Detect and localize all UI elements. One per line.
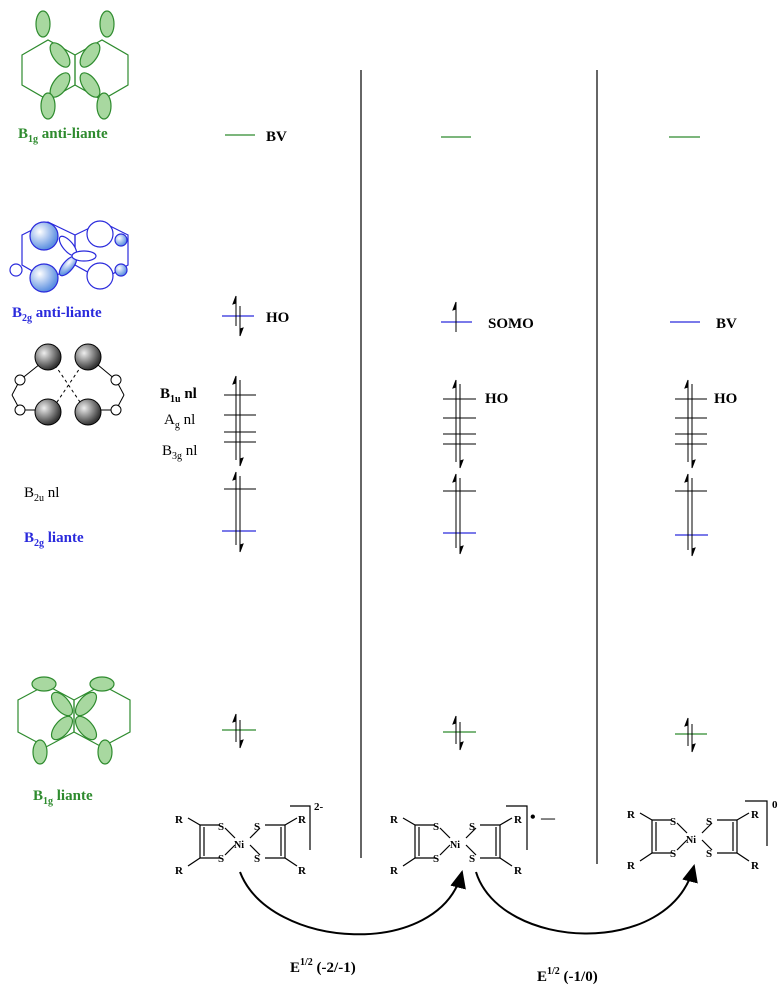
svg-text:Ni: Ni [450, 840, 460, 851]
svg-text:R: R [627, 860, 636, 872]
svg-text:S: S [706, 848, 712, 860]
col2-ho-label: HO [485, 391, 508, 407]
col3-bv-label: BV [716, 316, 737, 332]
svg-text:S: S [218, 821, 224, 833]
molecule-radical-anion: R R S S S S Ni R R • — [390, 805, 556, 877]
svg-text:R: R [514, 814, 523, 826]
label-b3g-nl: B3g nl [162, 443, 197, 462]
svg-text:S: S [254, 821, 260, 833]
svg-text:S: S [433, 853, 439, 865]
svg-text:S: S [469, 853, 475, 865]
b1g-bonding-orbital-icon [17, 676, 131, 765]
svg-text:R: R [390, 814, 399, 826]
nonbonding-orbital-icon [11, 343, 125, 426]
svg-text:S: S [433, 821, 439, 833]
molecule-dianion: R R S S S S Ni R R 2- [175, 801, 324, 877]
svg-text:S: S [670, 848, 676, 860]
col3-ho-label: HO [714, 391, 737, 407]
svg-text:S: S [670, 816, 676, 828]
label-b2g-antibonding: B2g anti-liante [12, 305, 102, 324]
svg-text:S: S [706, 816, 712, 828]
label-b1g-antibonding: B1g anti-liante [18, 126, 108, 145]
svg-text:R: R [514, 865, 523, 877]
svg-text:Ni: Ni [686, 835, 696, 846]
b1g-antibonding-orbital-icon [21, 10, 129, 120]
svg-text:•: • [530, 809, 536, 826]
col1-bv-label: BV [266, 129, 287, 145]
redox-arrow-2 [475, 864, 698, 935]
redox-label-1: E1/2 (-2/-1) [290, 957, 356, 976]
col2-somo-label: SOMO [488, 316, 534, 332]
label-b1u-nl: B1u nl [160, 386, 197, 405]
svg-text:2-: 2- [314, 801, 324, 813]
label-b1g-bonding: B1g liante [33, 788, 93, 807]
b2g-antibonding-orbital-icon [9, 220, 129, 293]
column-1-levels: BV HO [222, 129, 289, 749]
svg-text:0: 0 [772, 799, 778, 811]
label-ag-nl: Ag nl [164, 412, 195, 431]
redox-arrow-1 [239, 870, 466, 936]
svg-text:Ni: Ni [234, 840, 244, 851]
svg-text:R: R [175, 865, 184, 877]
svg-text:R: R [298, 814, 307, 826]
svg-text:R: R [175, 814, 184, 826]
svg-text:R: R [751, 809, 760, 821]
label-b2g-bonding: B2g liante [24, 530, 84, 549]
svg-text:R: R [627, 809, 636, 821]
label-b2u-nl: B2u nl [24, 485, 59, 504]
column-2-levels: SOMO HO [441, 136, 534, 751]
molecule-neutral: R R S S S S Ni R R 0 [627, 799, 778, 872]
svg-text:S: S [469, 821, 475, 833]
svg-text:R: R [298, 865, 307, 877]
svg-text:S: S [218, 853, 224, 865]
redox-label-2: E1/2 (-1/0) [537, 966, 598, 985]
col1-ho-label: HO [266, 310, 289, 326]
svg-text:—: — [540, 811, 556, 826]
svg-text:R: R [390, 865, 399, 877]
column-3-levels: BV HO [669, 136, 737, 753]
svg-text:S: S [254, 853, 260, 865]
svg-text:R: R [751, 860, 760, 872]
col1-ho-spin-pair [232, 295, 244, 337]
